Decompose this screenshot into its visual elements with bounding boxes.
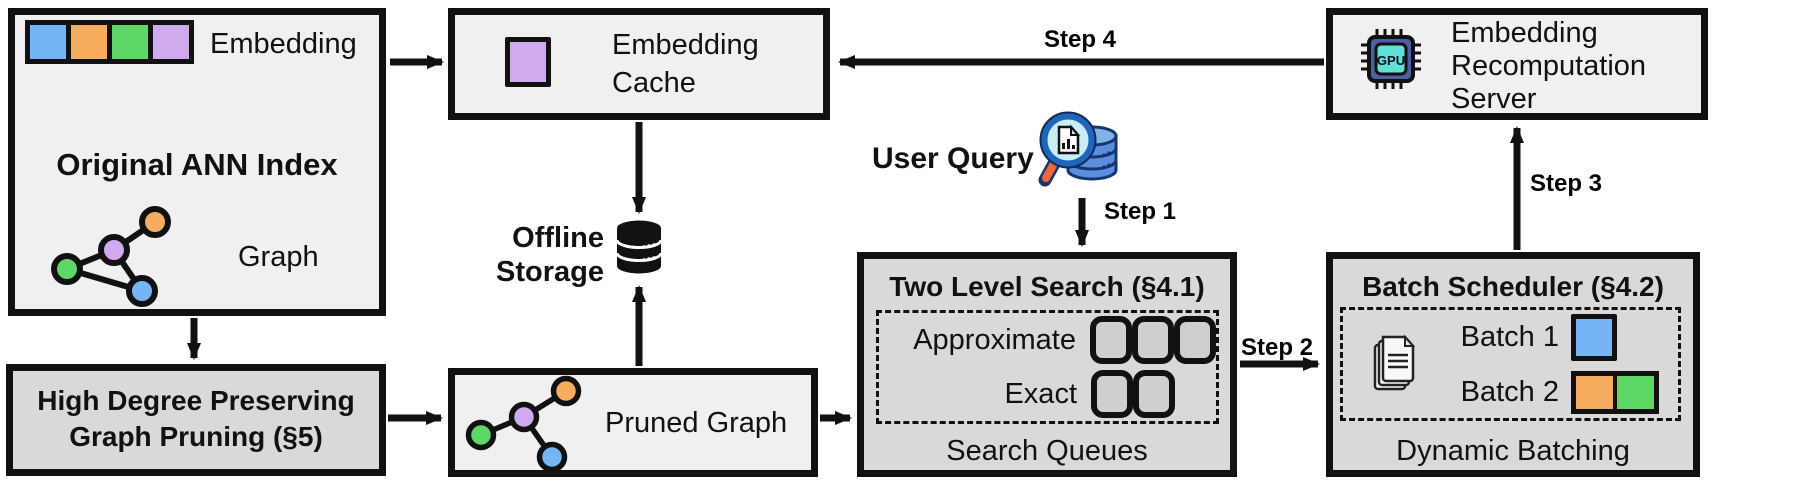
offline-storage-label-line2: Storage xyxy=(496,255,604,288)
queue-slot xyxy=(1091,370,1133,418)
embedding-cache-title-line1: Embedding xyxy=(612,29,759,61)
batch-scheduler-box: Batch Scheduler (§4.2) Batch 1 Batch 2 xyxy=(1326,252,1700,477)
embedding-cell-orange xyxy=(71,25,107,59)
document-chart-icon xyxy=(1057,124,1081,155)
embedding-cache-title: Embedding Cache xyxy=(612,27,759,102)
embedding-cell-green xyxy=(112,25,148,59)
pruned-graph-label: Pruned Graph xyxy=(605,407,788,439)
original-graph-icon xyxy=(51,206,171,307)
pruned-graph-box: Pruned Graph xyxy=(448,368,818,477)
server-title-line2: Recomputation xyxy=(1451,50,1647,82)
embedding-cell-purple xyxy=(153,25,189,59)
batch-2-strip xyxy=(1571,371,1659,414)
server-title-line1: Embedding xyxy=(1451,17,1598,49)
graph-node-orange xyxy=(139,206,171,238)
step-4-label: Step 4 xyxy=(1043,26,1117,53)
search-queues-footer: Search Queues xyxy=(946,435,1148,467)
dynamic-batching-footer: Dynamic Batching xyxy=(1396,435,1630,467)
offline-storage-label-line1: Offline xyxy=(512,222,604,254)
step-2-label: Step 2 xyxy=(1241,334,1314,361)
batch-1-cell-blue xyxy=(1571,314,1617,361)
gpu-chip-icon: GPU xyxy=(1361,29,1421,89)
search-queues-dashed-panel: Approximate Exact xyxy=(876,310,1219,424)
step-3-label: Step 3 xyxy=(1530,170,1603,197)
batch-2-cell-orange xyxy=(1576,376,1613,409)
embedding-cache-box: Embedding Cache xyxy=(448,8,830,120)
exact-queue-label: Exact xyxy=(1004,377,1077,410)
graph-node-green xyxy=(465,419,497,451)
documents-stack-icon xyxy=(1373,334,1416,391)
embedding-label: Embedding xyxy=(210,28,357,60)
gpu-chip-text: GPU xyxy=(1377,53,1405,68)
queue-slot xyxy=(1174,316,1216,364)
batch-2-cell-green xyxy=(1617,376,1654,409)
graph-node-purple xyxy=(508,401,540,433)
recomputation-server-title: Embedding Recomputation Server xyxy=(1451,17,1646,116)
high-degree-pruning-title-line2: Graph Pruning (§5) xyxy=(69,421,323,452)
embedding-vector-strip xyxy=(25,20,194,64)
high-degree-pruning-title-line1: High Degree Preserving xyxy=(37,385,355,416)
graph-node-purple xyxy=(98,234,130,266)
original-ann-index-title: Original ANN Index xyxy=(56,147,338,182)
original-ann-index-box: Embedding Original ANN Index Graph xyxy=(8,8,386,316)
user-query-icon xyxy=(1038,111,1118,187)
two-level-search-title: Two Level Search (§4.1) xyxy=(889,271,1205,302)
batch-scheduler-title: Batch Scheduler (§4.2) xyxy=(1362,271,1664,302)
dynamic-batching-dashed-panel: Batch 1 Batch 2 xyxy=(1340,307,1681,421)
queue-slot xyxy=(1090,316,1132,364)
database-icon xyxy=(615,220,663,274)
embedding-cell-blue xyxy=(30,25,66,59)
batch-1-label: Batch 1 xyxy=(1460,321,1559,353)
step-1-label: Step 1 xyxy=(1104,198,1177,225)
graph-label: Graph xyxy=(238,241,319,273)
recomputation-server-box: GPU Embedding Recomputation Server xyxy=(1326,8,1708,120)
server-title-line3: Server xyxy=(1451,83,1537,115)
pruned-graph-icon xyxy=(465,375,582,473)
graph-node-blue xyxy=(536,441,568,473)
magnifier-icon xyxy=(1038,111,1097,187)
graph-node-orange xyxy=(550,375,582,407)
offline-storage-label: Offline Storage xyxy=(478,222,604,289)
approximate-queue-label: Approximate xyxy=(913,323,1076,356)
queue-slot xyxy=(1132,316,1174,364)
graph-node-blue xyxy=(126,275,158,307)
user-query-label: User Query xyxy=(872,142,1034,175)
graph-node-green xyxy=(51,253,83,285)
approximate-queue-slots xyxy=(1090,316,1216,364)
cached-embedding-cell xyxy=(505,37,551,87)
exact-queue-slots xyxy=(1091,370,1175,418)
two-level-search-box: Two Level Search (§4.1) Approximate Exac… xyxy=(857,252,1237,477)
batch-2-label: Batch 2 xyxy=(1460,376,1559,408)
high-degree-pruning-box: High Degree Preserving Graph Pruning (§5… xyxy=(6,364,386,476)
embedding-cache-title-line2: Cache xyxy=(612,66,696,99)
queue-slot xyxy=(1133,370,1175,418)
